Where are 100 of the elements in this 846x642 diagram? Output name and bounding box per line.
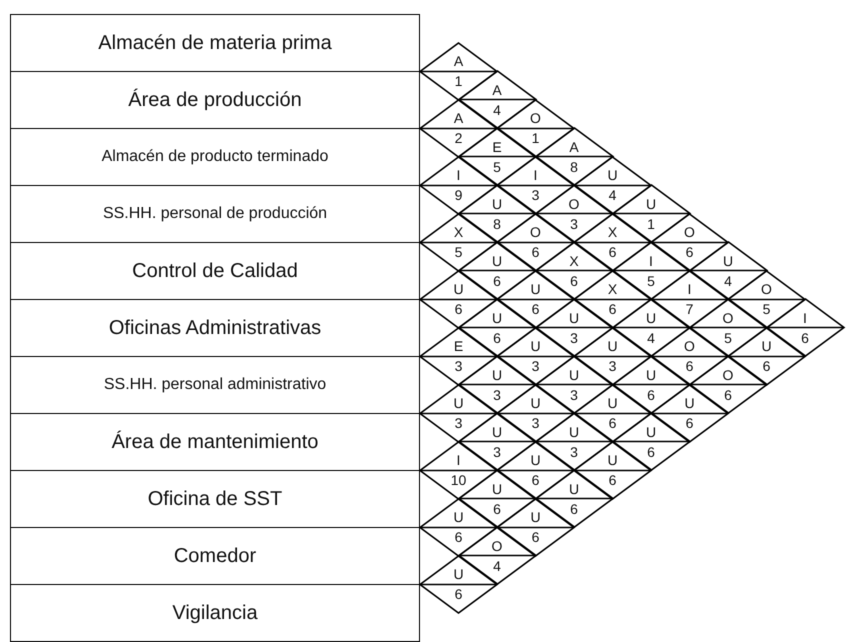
reason-number: 6 bbox=[800, 330, 810, 344]
closeness-code: U bbox=[644, 196, 658, 210]
closeness-code: U bbox=[490, 310, 504, 324]
reason-number: 3 bbox=[530, 416, 540, 430]
closeness-code: O bbox=[529, 225, 542, 239]
reason-number: 6 bbox=[762, 359, 772, 373]
closeness-code: X bbox=[452, 225, 464, 239]
closeness-code: U bbox=[568, 482, 580, 496]
department-box bbox=[10, 299, 420, 357]
reason-number: 6 bbox=[530, 473, 540, 487]
reason-number: 6 bbox=[608, 245, 618, 259]
reason-number: 6 bbox=[684, 245, 694, 259]
closeness-code: U bbox=[490, 254, 504, 268]
closeness-code: O bbox=[722, 310, 734, 324]
department-name: Vigilancia bbox=[172, 602, 258, 624]
closeness-code: U bbox=[568, 424, 580, 438]
reason-number: 1 bbox=[646, 216, 656, 230]
closeness-code: X bbox=[606, 225, 618, 239]
closeness-code: U bbox=[683, 396, 696, 410]
reason-number: 6 bbox=[454, 587, 464, 601]
reason-number: 6 bbox=[646, 388, 656, 402]
closeness-code: X bbox=[606, 282, 618, 296]
department-box bbox=[10, 527, 420, 585]
reason-number: 3 bbox=[454, 416, 464, 430]
reason-number: 7 bbox=[684, 302, 694, 316]
closeness-code: U bbox=[606, 453, 619, 467]
reason-number: 3 bbox=[492, 388, 502, 402]
closeness-code: U bbox=[644, 424, 658, 438]
department-name: SS.HH. personal de producción bbox=[102, 205, 328, 223]
reason-number: 6 bbox=[569, 502, 579, 516]
department-name: Oficinas Administrativas bbox=[108, 316, 322, 340]
department-name: Comedor bbox=[174, 544, 256, 568]
closeness-code: I bbox=[686, 282, 692, 296]
closeness-code: A bbox=[452, 111, 464, 125]
closeness-code: U bbox=[529, 339, 542, 353]
reason-number: 6 bbox=[492, 274, 502, 288]
reason-number: 5 bbox=[492, 160, 502, 174]
closeness-code: U bbox=[606, 168, 619, 182]
closeness-code: I bbox=[456, 168, 462, 182]
reason-number: 6 bbox=[684, 416, 694, 430]
reason-number: 6 bbox=[530, 245, 540, 259]
closeness-code: U bbox=[529, 510, 542, 524]
reason-number: 3 bbox=[608, 359, 618, 373]
department-box bbox=[10, 356, 420, 414]
closeness-code: O bbox=[529, 111, 542, 125]
department-name: Área de mantenimiento bbox=[112, 430, 318, 454]
reason-number: 6 bbox=[569, 274, 579, 288]
closeness-code: I bbox=[802, 310, 808, 324]
reason-number: 8 bbox=[492, 216, 502, 230]
closeness-code: U bbox=[490, 482, 504, 496]
closeness-code: U bbox=[452, 510, 465, 524]
department-box bbox=[10, 413, 420, 471]
closeness-code: U bbox=[452, 396, 465, 410]
closeness-code: A bbox=[452, 54, 464, 68]
closeness-code: U bbox=[452, 567, 465, 581]
closeness-code: E bbox=[452, 339, 464, 353]
reason-number: 5 bbox=[723, 330, 733, 344]
reason-number: 6 bbox=[492, 502, 502, 516]
reason-number: 4 bbox=[492, 102, 502, 116]
reason-number: 3 bbox=[454, 359, 464, 373]
reason-number: 6 bbox=[492, 330, 502, 344]
reason-number: 6 bbox=[646, 444, 656, 458]
closeness-code: I bbox=[456, 453, 462, 467]
reason-number: 1 bbox=[454, 74, 464, 88]
closeness-code: I bbox=[648, 254, 654, 268]
reason-number: 3 bbox=[530, 188, 540, 202]
closeness-code: A bbox=[568, 140, 580, 154]
reason-number: 3 bbox=[530, 359, 540, 373]
closeness-code: U bbox=[760, 339, 773, 353]
reason-number: 4 bbox=[723, 274, 733, 288]
reason-number: 3 bbox=[569, 444, 579, 458]
closeness-code: X bbox=[568, 254, 580, 268]
closeness-code: O bbox=[760, 282, 773, 296]
closeness-code: U bbox=[606, 396, 619, 410]
reason-number: 5 bbox=[454, 245, 464, 259]
closeness-code: U bbox=[529, 282, 542, 296]
department-name: Control de Calidad bbox=[132, 260, 298, 282]
department-box bbox=[10, 128, 420, 186]
reason-number: 6 bbox=[608, 302, 618, 316]
reason-number: 4 bbox=[646, 330, 656, 344]
reason-number: 4 bbox=[492, 558, 502, 572]
reason-number: 6 bbox=[530, 302, 540, 316]
reason-number: 5 bbox=[762, 302, 772, 316]
reason-number: 1 bbox=[530, 131, 540, 145]
closeness-code: E bbox=[491, 140, 503, 154]
reason-number: 8 bbox=[569, 160, 579, 174]
reason-number: 6 bbox=[454, 530, 464, 544]
reason-number: 10 bbox=[450, 473, 468, 487]
department-name: Oficina de SST bbox=[148, 488, 282, 510]
reason-number: 6 bbox=[454, 302, 464, 316]
closeness-code: I bbox=[532, 168, 538, 182]
department-box bbox=[10, 584, 420, 642]
reason-number: 3 bbox=[569, 388, 579, 402]
reason-number: 6 bbox=[530, 530, 540, 544]
reason-number: 6 bbox=[608, 416, 618, 430]
reason-number: 2 bbox=[454, 131, 464, 145]
closeness-code: U bbox=[722, 254, 734, 268]
closeness-code: O bbox=[490, 538, 504, 552]
closeness-code: U bbox=[568, 310, 580, 324]
closeness-code: U bbox=[644, 368, 658, 382]
